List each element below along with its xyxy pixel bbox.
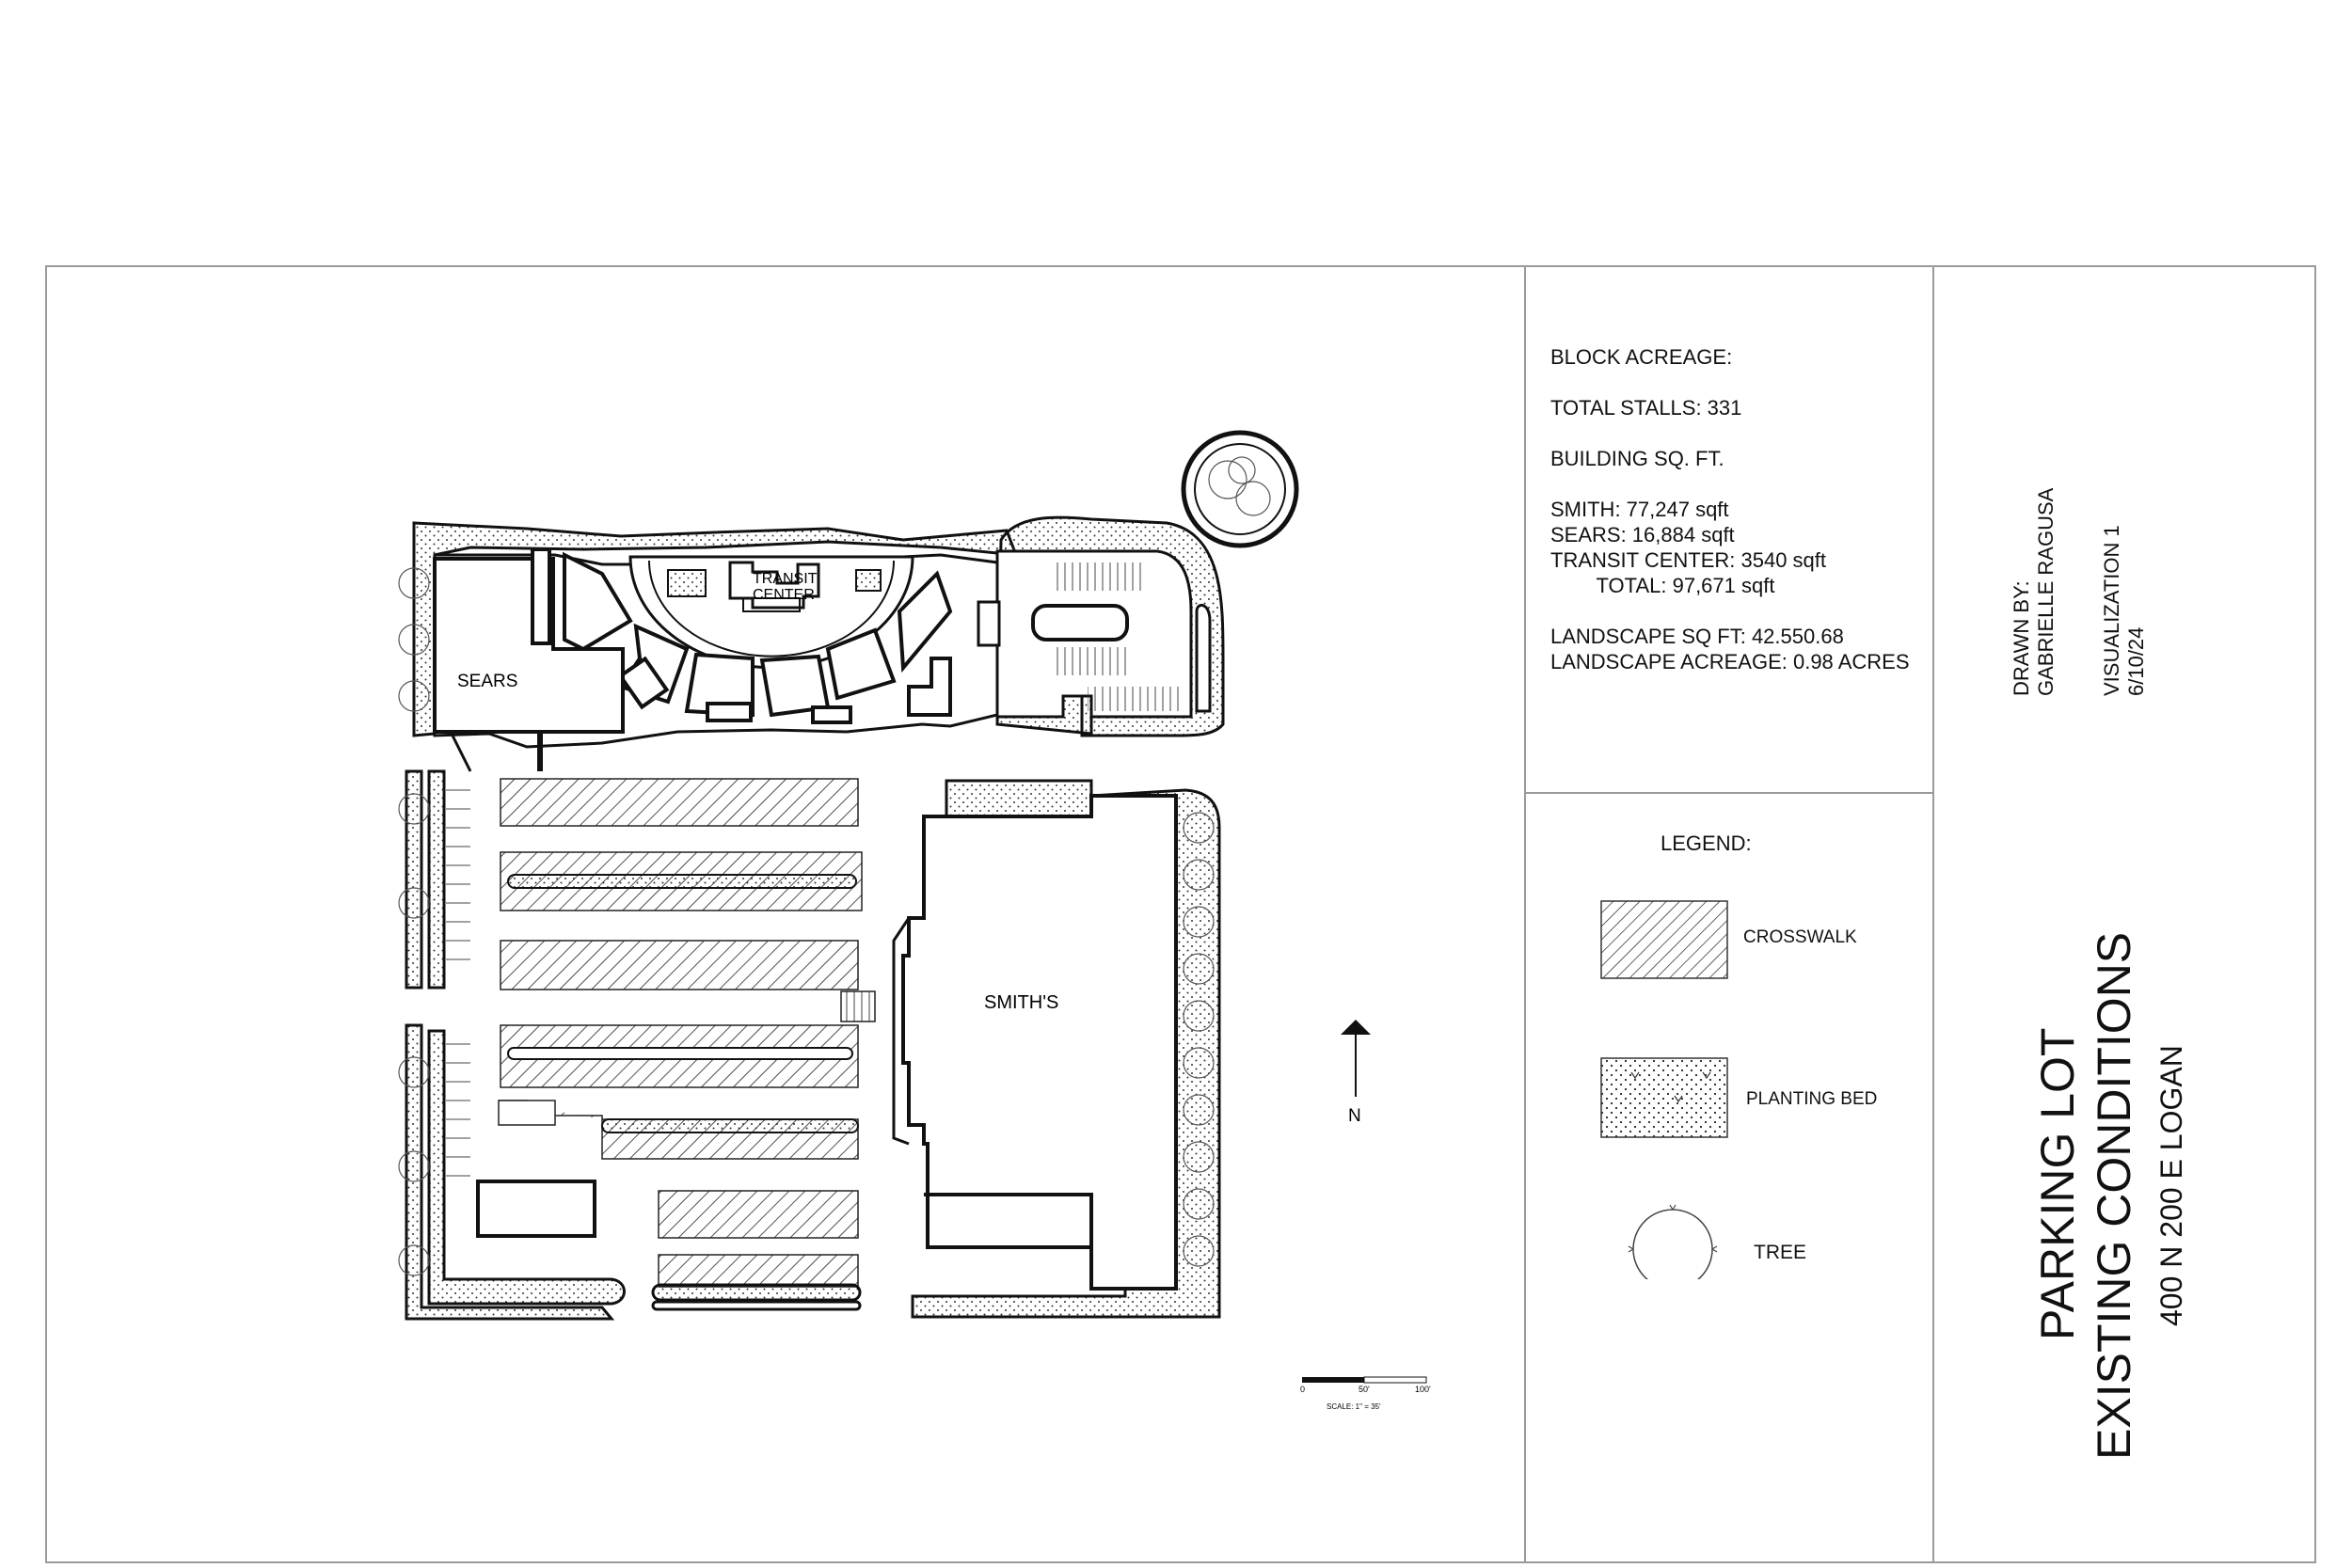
west-planting-strip-2	[427, 769, 446, 990]
scale-fifty: 50'	[1359, 1385, 1370, 1394]
kiosk-7	[617, 656, 670, 710]
tree-swatch	[1632, 1209, 1713, 1279]
north-arrow-icon	[1341, 1020, 1371, 1035]
legend-planting-bed-label: PLANTING BED	[1746, 1089, 1878, 1109]
legend-title: LEGEND:	[1661, 832, 1752, 855]
transit-label-2: CENTER	[753, 587, 815, 603]
parking-row-2-island	[507, 874, 857, 889]
address-line: 400 N 200 E LOGAN	[2154, 1045, 2188, 1326]
visualization-label: VISUALIZATION 1	[2100, 525, 2123, 696]
smith-sqft: SMITH: 77,247 sqft	[1550, 498, 1729, 521]
sears-sqft: SEARS: 16,884 sqft	[1550, 523, 1735, 546]
smiths-storefront	[892, 917, 911, 1146]
sheet-divider-1	[1524, 265, 1526, 1563]
transit-planter-left	[667, 569, 707, 597]
ne-lot-planter	[977, 600, 1001, 647]
date-label: 6/10/24	[2124, 626, 2148, 696]
scale-hundred: 100'	[1415, 1385, 1431, 1394]
kiosk-8	[706, 702, 753, 722]
smiths-label: SMITH'S	[984, 992, 1058, 1013]
transit-center-building	[728, 561, 820, 610]
storage-building	[476, 1180, 596, 1238]
building-sqft-label: BUILDING SQ. FT.	[1550, 447, 1724, 470]
site-info-block: BLOCK ACREAGE: TOTAL STALLS: 331 BUILDIN…	[1550, 344, 1910, 674]
kiosk-1	[563, 551, 633, 652]
sears-building	[433, 557, 625, 734]
sheet-divider-2	[1932, 265, 1934, 1563]
site-plan: SEARS TRANSIT CENTER	[398, 430, 1431, 1411]
legend-tree-label: TREE	[1754, 1242, 1807, 1263]
parking-row-7	[658, 1254, 859, 1288]
parking-row-1	[500, 778, 859, 827]
scale-zero: 0	[1300, 1385, 1305, 1394]
title-line-1: PARKING LOT	[2031, 1027, 2084, 1340]
parking-row-3	[500, 940, 859, 990]
planting-bed-swatch	[1600, 1057, 1728, 1138]
west-stalls-lower	[446, 1043, 470, 1177]
transit-sqft: TRANSIT CENTER: 3540 sqft	[1550, 548, 1827, 572]
east-street-trees	[1183, 812, 1215, 1267]
west-planting-strip-1	[405, 769, 423, 990]
parking-row-5-island	[601, 1118, 859, 1133]
legend-swatches	[1600, 900, 1728, 1279]
block-acreage-label: BLOCK ACREAGE:	[1550, 345, 1733, 369]
legend-crosswalk-label: CROSSWALK	[1743, 927, 1857, 947]
drawn-by-label: DRAWN BY:	[2010, 580, 2033, 696]
entry-ramp	[840, 990, 876, 1022]
drawing-sheet-border	[45, 265, 2316, 1563]
scale-note: SCALE: 1" = 35'	[1327, 1402, 1381, 1411]
south-planting-island	[651, 1283, 862, 1302]
transit-label-1: TRANSIT	[753, 571, 818, 587]
west-stalls-upper	[446, 789, 470, 960]
kiosk-6	[897, 570, 953, 673]
parking-row-6	[658, 1190, 859, 1239]
parking-row-4-island	[507, 1047, 853, 1060]
kiosk-5	[825, 627, 897, 701]
kiosk-10	[907, 657, 952, 717]
sears-label: SEARS	[457, 672, 517, 691]
crosswalk-swatch	[1600, 900, 1728, 979]
landscape-sqft: LANDSCAPE SQ FT: 42.550.68	[1550, 625, 1844, 648]
total-stalls: TOTAL STALLS: 331	[1550, 396, 1742, 420]
landscape-acreage: LANDSCAPE ACREAGE: 0.98 ACRES	[1550, 650, 1910, 673]
north-label: N	[1348, 1106, 1361, 1126]
title-line-2: EXISTING CONDITIONS	[2088, 931, 2140, 1460]
author-name: GABRIELLE RAGUSA	[2034, 487, 2058, 696]
total-sqft: TOTAL: 97,671 sqft	[1550, 574, 1775, 597]
transit-planter-right	[855, 569, 882, 592]
west-street-trees	[398, 567, 430, 1276]
ne-lot-center-island	[1031, 604, 1129, 641]
kiosk-9	[811, 705, 852, 724]
scale-bar: 0 50' 100' SCALE: 1" = 35'	[1300, 1376, 1431, 1411]
sw-planting-strip	[405, 1023, 615, 1321]
smiths-building	[901, 794, 1178, 1291]
sheet-divider-info-legend	[1526, 792, 1932, 794]
